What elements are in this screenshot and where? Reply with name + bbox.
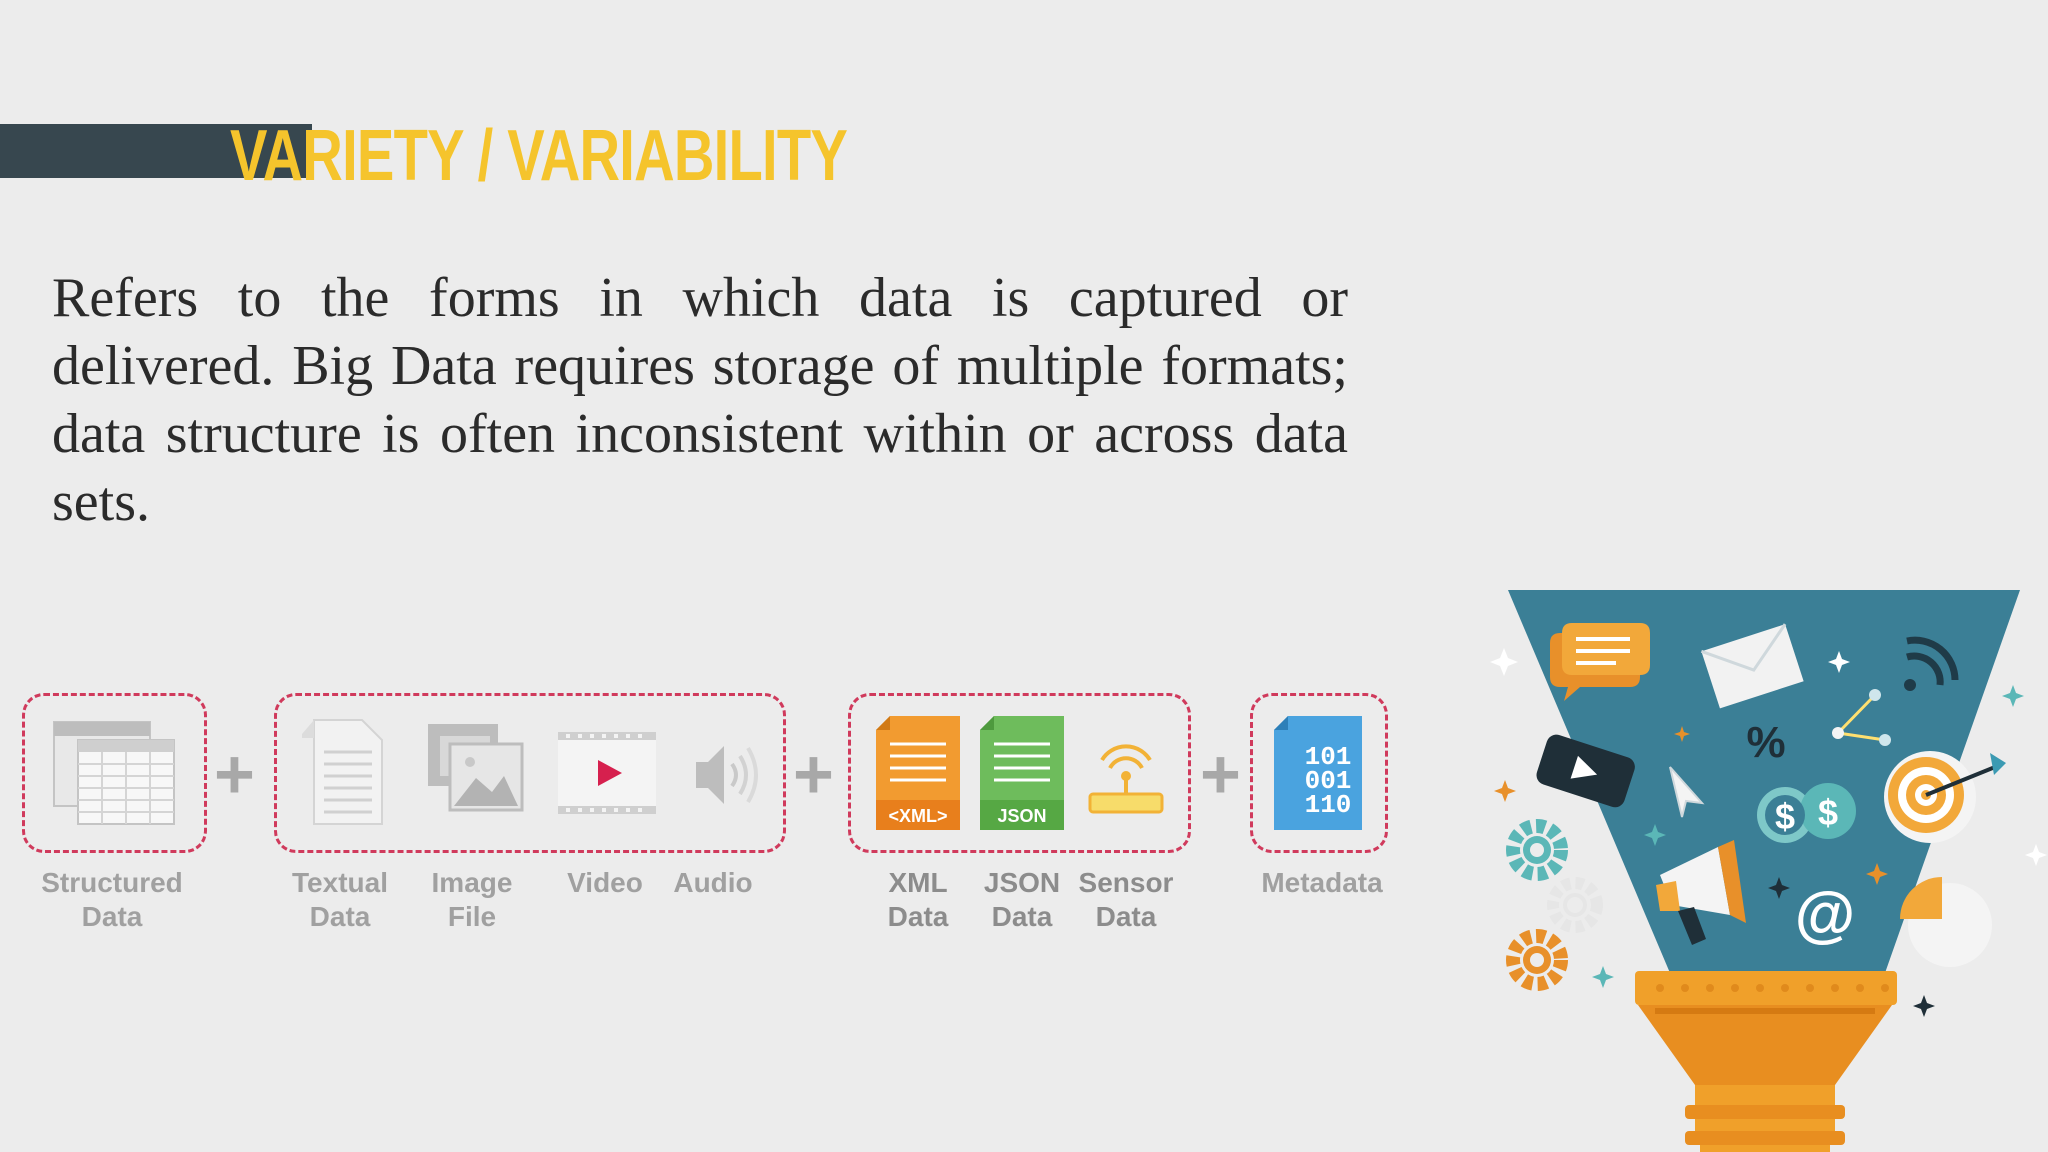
metadata-group	[1250, 693, 1388, 853]
dollar-coin-icon: $ $	[1757, 783, 1856, 843]
gear-icon	[1506, 929, 1568, 991]
cursor-icon	[1669, 766, 1705, 818]
label-sensor-data: Sensor Data	[1078, 867, 1174, 932]
at-icon: @	[1795, 880, 1855, 949]
chat-bubble-icon	[1550, 623, 1650, 701]
document-icon	[302, 719, 383, 825]
gear-icon	[1506, 819, 1568, 881]
play-button-icon	[1536, 734, 1635, 808]
slide-title: VARIETY / VARIABILITY	[230, 116, 848, 196]
label-video: Video	[567, 867, 643, 898]
wifi-icon	[1906, 636, 1959, 686]
label-json-data: JSON Data	[983, 867, 1061, 932]
percent-icon: %	[1746, 718, 1785, 767]
slide-body-text: Refers to the forms in which data is cap…	[52, 267, 1348, 533]
label-xml-data: XML Data	[887, 867, 949, 932]
unstructured-group	[274, 693, 786, 853]
title-accent-bar	[0, 124, 312, 178]
semi-structured-group	[848, 693, 1191, 853]
label-audio: Audio	[673, 867, 753, 898]
gear-icon	[1547, 877, 1603, 933]
binary-file-icon: 101 001 110	[1274, 716, 1362, 830]
label-structured-data: Structured Data	[41, 867, 183, 932]
pie-chart-icon	[1900, 877, 1992, 967]
target-icon	[1884, 751, 2006, 843]
sensor-icon	[1088, 744, 1164, 814]
label-textual-data: Textual Data	[292, 867, 388, 932]
svg-text:$: $	[1775, 796, 1795, 837]
plus-icon: +	[214, 735, 255, 813]
structured-group	[22, 693, 207, 853]
label-metadata: Metadata	[1261, 867, 1383, 898]
plus-icon: +	[1200, 735, 1241, 813]
plus-icon: +	[793, 735, 834, 813]
metadata-bits-3: 110	[1305, 790, 1352, 820]
svg-text:$: $	[1818, 792, 1838, 833]
label-image-file: Image File	[431, 867, 513, 932]
speaker-icon	[696, 746, 758, 804]
xml-icon-text: <XML>	[888, 806, 947, 826]
data-funnel-illustration: % $ $ @	[1490, 590, 2047, 1152]
json-file-icon: JSON	[980, 716, 1064, 830]
json-icon-text: JSON	[997, 806, 1046, 826]
metadata-bits-2: 001	[1305, 766, 1352, 796]
video-icon	[558, 732, 656, 814]
share-icon	[1836, 693, 1886, 742]
spreadsheet-icon	[53, 721, 175, 825]
metadata-bits-1: 101	[1305, 742, 1352, 772]
xml-file-icon: <XML>	[876, 716, 960, 830]
image-icon	[428, 724, 524, 812]
megaphone-icon	[1656, 840, 1746, 945]
envelope-icon	[1700, 623, 1804, 709]
